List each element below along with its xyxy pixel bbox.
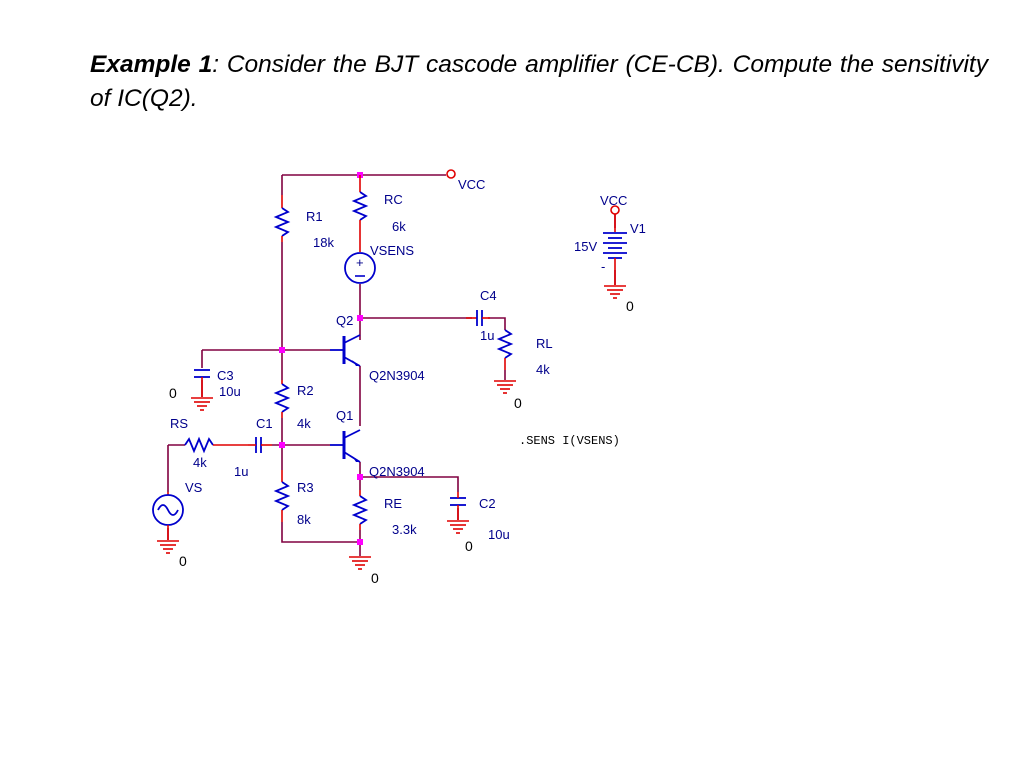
svg-text:10u: 10u xyxy=(488,527,510,542)
svg-text:RS: RS xyxy=(170,416,188,431)
svg-text:V1: V1 xyxy=(630,221,646,236)
svg-text:R2: R2 xyxy=(297,383,314,398)
supply-v1: VCC V1 15V - 0 xyxy=(574,193,646,314)
svg-text:8k: 8k xyxy=(297,512,311,527)
svg-text:0: 0 xyxy=(179,553,187,569)
svg-text:Q2: Q2 xyxy=(336,313,353,328)
svg-text:VCC: VCC xyxy=(458,177,485,192)
resistor-rs: RS 4k xyxy=(170,416,248,470)
resistor-rc: RC 6k xyxy=(351,175,406,252)
capacitor-c3: C3 10u 0 xyxy=(169,368,241,411)
svg-text:-: - xyxy=(601,259,605,274)
svg-text:10u: 10u xyxy=(219,384,241,399)
resistor-re: RE 3.3k 0 xyxy=(348,490,417,586)
capacitor-c1: C1 1u xyxy=(234,416,273,479)
svg-text:Q1: Q1 xyxy=(336,408,353,423)
resistor-rl: RL 4k 0 xyxy=(493,329,553,411)
svg-text:1u: 1u xyxy=(480,328,494,343)
resistor-r3: R3 8k xyxy=(273,470,314,527)
svg-text:VSENS: VSENS xyxy=(370,243,414,258)
svg-text:VCC: VCC xyxy=(600,193,627,208)
example-label: Example 1 xyxy=(90,51,213,78)
svg-text:0: 0 xyxy=(626,298,634,314)
resistor-r2: R2 4k xyxy=(273,380,314,431)
svg-text:0: 0 xyxy=(169,385,177,401)
vsens-source: + VSENS xyxy=(344,243,414,284)
svg-text:Q2N3904: Q2N3904 xyxy=(369,368,425,383)
sens-directive: .SENS I(VSENS) xyxy=(519,434,620,448)
transistor-q2: Q2 Q2N3904 xyxy=(330,313,425,383)
capacitor-c2: C2 10u 0 xyxy=(446,492,510,554)
svg-text:4k: 4k xyxy=(297,416,311,431)
svg-text:4k: 4k xyxy=(536,362,550,377)
transistor-q1: Q1 Q2N3904 xyxy=(330,408,425,479)
svg-text:0: 0 xyxy=(465,538,473,554)
svg-text:RE: RE xyxy=(384,496,402,511)
svg-text:VS: VS xyxy=(185,480,203,495)
svg-text:4k: 4k xyxy=(193,455,207,470)
svg-text:R1: R1 xyxy=(306,209,323,224)
svg-text:R3: R3 xyxy=(297,480,314,495)
svg-text:3.3k: 3.3k xyxy=(392,522,417,537)
svg-text:C3: C3 xyxy=(217,368,234,383)
svg-text:+: + xyxy=(356,255,364,270)
vs-source: VS 0 xyxy=(152,480,203,569)
svg-text:0: 0 xyxy=(371,570,379,586)
svg-text:RC: RC xyxy=(384,192,403,207)
capacitor-c4: C4 1u xyxy=(466,288,497,343)
svg-text:C1: C1 xyxy=(256,416,273,431)
resistor-r1: R1 18k xyxy=(273,195,334,250)
problem-statement: Example 1: Consider the BJT cascode ampl… xyxy=(90,48,988,116)
svg-text:C2: C2 xyxy=(479,496,496,511)
svg-text:Q2N3904: Q2N3904 xyxy=(369,464,425,479)
problem-text: : Consider the BJT cascode amplifier (CE… xyxy=(90,51,988,112)
svg-text:6k: 6k xyxy=(392,219,406,234)
svg-text:15V: 15V xyxy=(574,239,597,254)
svg-text:0: 0 xyxy=(514,395,522,411)
svg-text:1u: 1u xyxy=(234,464,248,479)
svg-text:18k: 18k xyxy=(313,235,334,250)
svg-text:RL: RL xyxy=(536,336,553,351)
vcc-terminal: VCC xyxy=(446,169,485,192)
nodes xyxy=(279,172,363,545)
svg-text:C4: C4 xyxy=(480,288,497,303)
